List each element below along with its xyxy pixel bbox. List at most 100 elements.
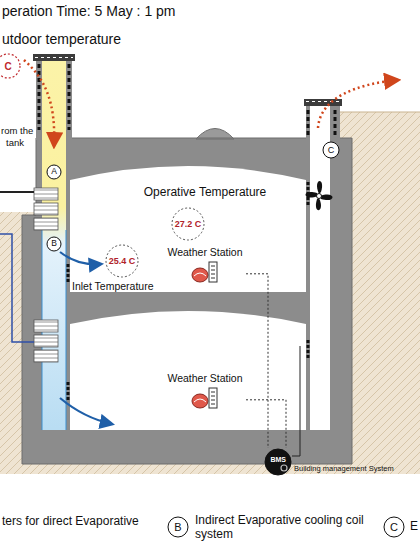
callout-letter: B xyxy=(167,516,189,538)
building-walls xyxy=(196,129,234,140)
label-text: utdoor temperature xyxy=(2,31,121,48)
label-text: Operative Temperature xyxy=(144,185,267,199)
node-text: BMS xyxy=(270,456,286,464)
callout-letter: A xyxy=(46,164,62,180)
node-text: Weather Station xyxy=(164,372,246,384)
evaporative-pads xyxy=(34,335,58,347)
station-logger xyxy=(211,274,215,275)
callout-circle xyxy=(384,517,404,537)
station-icon xyxy=(191,261,219,283)
evaporative-pads xyxy=(34,188,58,362)
temperature-callout: C xyxy=(0,53,21,79)
station-dome xyxy=(192,268,208,282)
weather-station: Weather Station xyxy=(164,372,246,409)
station-logger xyxy=(209,388,217,408)
temperature-callout: 25.4 C xyxy=(105,244,139,278)
air-flow-arrows xyxy=(318,80,398,128)
station-logger xyxy=(211,270,215,271)
label-text: E xyxy=(410,519,418,533)
inlet-tower xyxy=(67,264,70,402)
node-text: Weather Station xyxy=(164,246,246,258)
station-logger xyxy=(211,278,215,279)
node-text: 27.2 C xyxy=(175,219,202,229)
inlet-tower xyxy=(33,54,75,61)
label-text: tank xyxy=(6,137,24,148)
evaporative-pads xyxy=(34,188,58,200)
exhaust-fan xyxy=(316,198,321,210)
building-walls xyxy=(70,166,306,292)
callout-letter: B xyxy=(46,236,62,252)
evaporative-pads xyxy=(34,218,58,230)
evaporative-pads xyxy=(34,203,58,215)
label-text: Inlet Temperature xyxy=(72,280,154,293)
callout-circle xyxy=(106,245,138,277)
node-text: C xyxy=(328,145,335,155)
title: peration Time: 5 May : 1 pm xyxy=(2,3,176,20)
water-pipes xyxy=(0,192,34,342)
exhaust-tower xyxy=(308,110,335,136)
station-icon xyxy=(191,387,219,409)
label-text: Indirect Evaporative cooling coil system xyxy=(195,513,373,542)
exhaust-fan xyxy=(317,181,322,194)
exhaust-tower xyxy=(304,99,342,430)
station-logger xyxy=(211,392,215,393)
evaporative-pads xyxy=(34,350,58,362)
callout-circle xyxy=(47,237,61,251)
signal-wire xyxy=(246,400,286,448)
inlet-tower xyxy=(42,60,66,430)
station-dome xyxy=(192,394,208,408)
temperature-callout: 27.2 C xyxy=(171,207,205,241)
air-flow-arrows xyxy=(24,60,398,424)
inlet-tower xyxy=(35,57,73,58)
evaporative-pads xyxy=(34,320,58,332)
station-dome xyxy=(194,399,206,402)
callout-circle xyxy=(172,208,204,240)
control-wire xyxy=(292,346,300,456)
building-walls xyxy=(22,129,352,465)
exhaust-tower xyxy=(307,182,310,360)
air-flow-arrows xyxy=(60,252,101,264)
exhaust-tower xyxy=(306,101,340,102)
node-text: B xyxy=(174,521,181,534)
gear-icon xyxy=(281,465,287,471)
station-dome xyxy=(194,273,206,276)
label-text: rom the xyxy=(1,125,33,136)
node-text: C xyxy=(390,521,398,534)
callout-circle xyxy=(323,142,339,158)
ground-hatch xyxy=(334,112,420,113)
station-logger xyxy=(211,404,215,405)
node-text: C xyxy=(4,61,11,73)
building-walls xyxy=(36,138,352,464)
station-logger xyxy=(211,396,215,397)
water-pipes xyxy=(0,234,34,342)
building-walls xyxy=(22,138,352,464)
building-walls xyxy=(70,311,306,430)
node-text: B xyxy=(51,239,57,249)
exhaust-fan xyxy=(317,194,322,199)
label-text: ters for direct Evaporative xyxy=(2,514,139,528)
callout-circle xyxy=(265,449,291,475)
callout-letter: C xyxy=(322,141,340,159)
inlet-tower xyxy=(33,54,75,430)
signal-wire xyxy=(246,274,268,448)
station-logger xyxy=(211,400,215,401)
callout-circle xyxy=(47,165,61,179)
node-text: 25.4 C xyxy=(109,256,136,266)
bms-controller: BMSBuilding management System xyxy=(264,448,292,476)
station-logger xyxy=(209,262,217,282)
callout-circle xyxy=(168,517,188,537)
control-wire xyxy=(292,346,300,456)
inlet-tower xyxy=(39,64,69,130)
station-logger xyxy=(211,266,215,267)
air-flow-arrows xyxy=(60,398,112,424)
callout-circle xyxy=(0,54,20,78)
callout-letter: C xyxy=(383,516,405,538)
water-pipes xyxy=(0,191,34,193)
exhaust-fan xyxy=(305,181,332,210)
node-caption: Building management System xyxy=(294,465,394,474)
weather-station: Weather Station xyxy=(164,246,246,283)
node-text: A xyxy=(51,167,57,177)
exhaust-tower xyxy=(304,99,342,106)
